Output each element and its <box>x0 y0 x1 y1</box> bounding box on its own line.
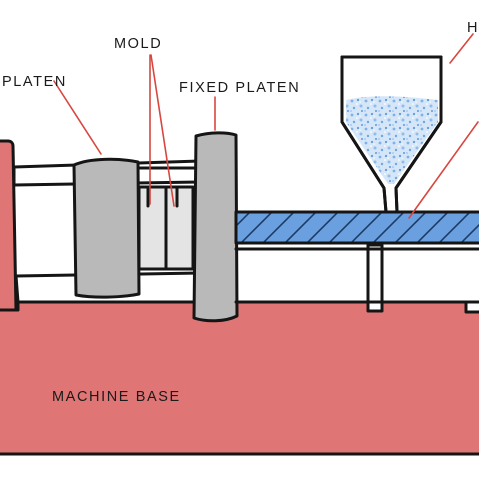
injection-barrel <box>234 210 479 245</box>
label-fixed-platen: FIXED PLATEN <box>179 80 300 96</box>
leader-mold-right <box>150 54 175 207</box>
support-leg <box>366 243 384 313</box>
mold-half-fixed <box>164 185 195 271</box>
hopper-pellets <box>346 96 438 184</box>
mold-half-moving <box>137 185 168 271</box>
hopper <box>340 55 443 214</box>
machine-base-body <box>0 300 479 456</box>
moving-platen <box>72 157 141 299</box>
leader-hopper <box>449 33 474 64</box>
leader-barrel <box>408 121 479 219</box>
mold <box>137 185 195 271</box>
label-machine-base: MACHINE BASE <box>52 389 181 405</box>
label-moving-platen: PLATEN <box>2 74 67 90</box>
barrel-support <box>234 243 479 313</box>
leader-moving-platen <box>53 80 102 155</box>
machine-base <box>0 139 479 456</box>
label-mold: MOLD <box>114 36 162 52</box>
fixed-platen <box>192 131 239 323</box>
label-hopper: H <box>467 20 479 36</box>
leader-lines <box>53 33 479 219</box>
left-column <box>0 139 18 312</box>
